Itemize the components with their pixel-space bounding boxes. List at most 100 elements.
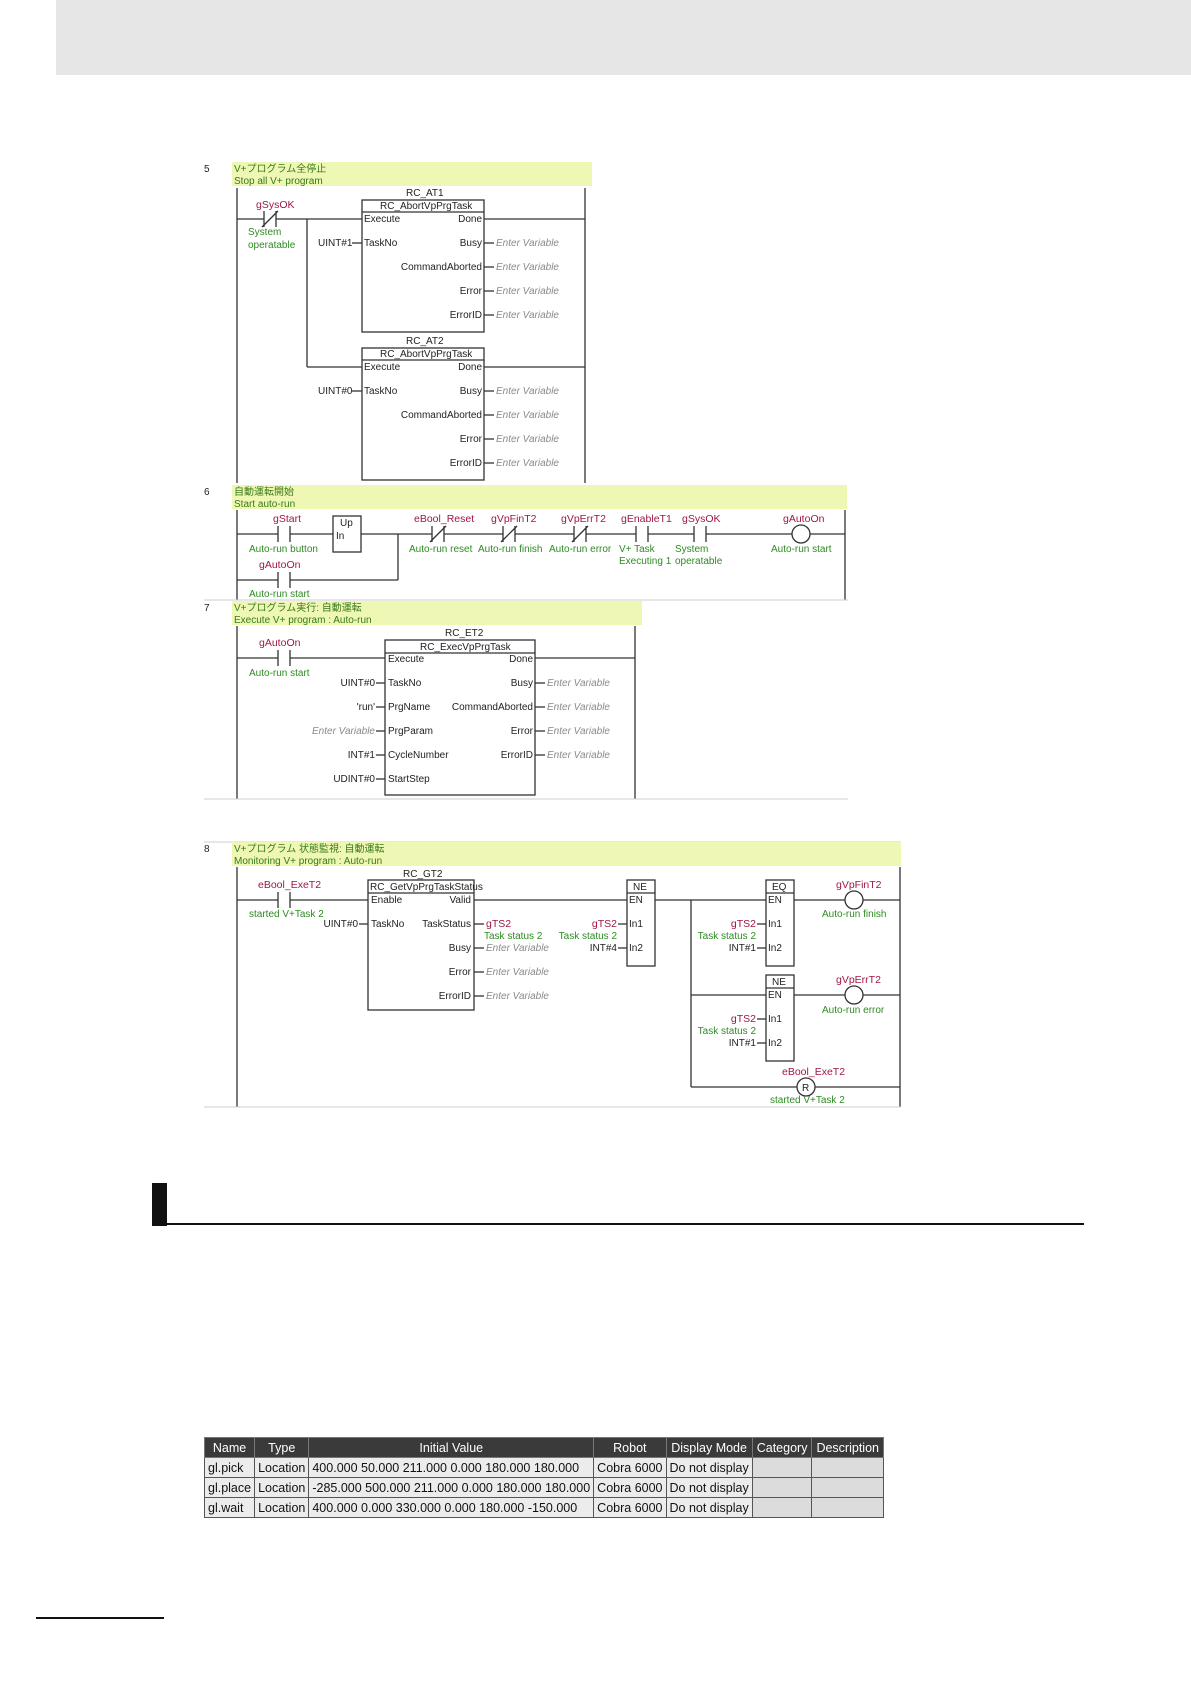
fb-pin: In1 <box>768 919 782 930</box>
enter-variable[interactable]: Enter Variable <box>496 386 559 397</box>
enter-variable[interactable]: Enter Variable <box>486 991 549 1002</box>
fb-pin: StartStep <box>388 774 430 785</box>
column-header-description[interactable]: Description <box>811 1437 884 1458</box>
enter-variable[interactable]: Enter Variable <box>312 726 375 737</box>
fb-pin: ErrorID <box>450 458 482 469</box>
cell-type[interactable]: Location <box>254 1497 310 1518</box>
cell-display-mode[interactable]: Do not display <box>665 1497 753 1518</box>
fb-pin: In1 <box>629 919 643 930</box>
rung-comment-bg <box>232 601 642 625</box>
fb-pin: ErrorID <box>501 750 533 761</box>
rung-comment-en: Start auto-run <box>234 499 295 510</box>
cell-display-mode[interactable]: Do not display <box>665 1477 753 1498</box>
cell-category[interactable] <box>751 1477 813 1498</box>
fb-input-value: 'run' <box>357 702 375 713</box>
ladder-diagram: .ln{stroke:#333;stroke-width:1.3;fill:no… <box>204 162 901 1108</box>
fb-pin: PrgName <box>388 702 431 713</box>
rung-comment-en: Execute V+ program : Auto-run <box>234 615 372 626</box>
fb-type: RC_GetVpPrgTaskStatus <box>370 882 483 893</box>
enter-variable[interactable]: Enter Variable <box>496 458 559 469</box>
ne-block <box>626 879 656 967</box>
enter-variable[interactable]: Enter Variable <box>547 750 610 761</box>
contact-desc: started V+Task 2 <box>249 909 324 920</box>
fb-pin: EN <box>629 895 643 906</box>
column-header-name[interactable]: Name <box>203 1437 256 1458</box>
fb-input-value: INT#4 <box>590 943 618 954</box>
contact-desc: Auto-run error <box>549 544 612 555</box>
cell-robot[interactable]: Cobra 6000 <box>593 1477 667 1498</box>
coil-var: eBool_ExeT2 <box>782 1066 845 1078</box>
rung-comment-en: Stop all V+ program <box>234 176 323 187</box>
cell-initial-value[interactable]: -285.000 500.000 211.000 0.000 180.000 1… <box>308 1477 595 1498</box>
fb-instance: RC_GT2 <box>403 869 443 880</box>
column-header-category[interactable]: Category <box>751 1437 813 1458</box>
reset-symbol: R <box>802 1083 809 1094</box>
cell-name[interactable]: gl.wait <box>203 1497 256 1518</box>
enter-variable[interactable]: Enter Variable <box>547 678 610 689</box>
up-edge-block <box>332 515 362 553</box>
coil <box>844 890 864 910</box>
column-header-type[interactable]: Type <box>254 1437 310 1458</box>
coil-desc: Auto-run start <box>771 544 832 555</box>
block-label: In <box>336 531 344 542</box>
fb-input-value: UINT#0 <box>318 386 353 397</box>
fb-pin: CommandAborted <box>401 262 482 273</box>
eq-block <box>765 879 795 967</box>
fb-pin: CycleNumber <box>388 750 449 761</box>
enter-variable[interactable]: Enter Variable <box>496 262 559 273</box>
fb-pin: In1 <box>768 1014 782 1025</box>
cell-display-mode[interactable]: Do not display <box>665 1457 753 1478</box>
enter-variable[interactable]: Enter Variable <box>486 967 549 978</box>
enter-variable[interactable]: Enter Variable <box>486 943 549 954</box>
coil-var: gVpErrT2 <box>836 974 881 986</box>
enter-variable[interactable]: Enter Variable <box>496 238 559 249</box>
contact-desc: operatable <box>675 556 723 567</box>
fb-pin: TaskNo <box>388 678 422 689</box>
coil-desc: Auto-run finish <box>822 909 886 920</box>
fb-type: RC_ExecVpPrgTask <box>420 642 512 653</box>
table-row[interactable]: gl.pick Location 400.000 50.000 211.000 … <box>203 1457 884 1478</box>
enter-variable[interactable]: Enter Variable <box>547 702 610 713</box>
enter-variable[interactable]: Enter Variable <box>496 286 559 297</box>
fb-input-var: gTS2 <box>731 918 756 930</box>
cell-category[interactable] <box>751 1497 813 1518</box>
contact-var: gVpErrT2 <box>561 513 606 525</box>
contact-var: eBool_ExeT2 <box>258 879 321 891</box>
fb-input-var: gTS2 <box>592 918 617 930</box>
cell-description[interactable] <box>811 1497 884 1518</box>
enter-variable[interactable]: Enter Variable <box>496 434 559 445</box>
cell-category[interactable] <box>751 1457 813 1478</box>
fb-pin: TaskNo <box>371 919 405 930</box>
rung-number: 8 <box>204 844 210 855</box>
fb-input-desc: Task status 2 <box>698 931 757 942</box>
table-row[interactable]: gl.place Location -285.000 500.000 211.0… <box>203 1477 884 1498</box>
column-header-robot[interactable]: Robot <box>593 1437 667 1458</box>
contact-desc: System <box>675 544 708 555</box>
cell-initial-value[interactable]: 400.000 0.000 330.000 0.000 180.000 -150… <box>308 1497 595 1518</box>
table-row[interactable]: gl.wait Location 400.000 0.000 330.000 0… <box>203 1497 884 1518</box>
cell-type[interactable]: Location <box>254 1457 310 1478</box>
enter-variable[interactable]: Enter Variable <box>547 726 610 737</box>
cell-description[interactable] <box>811 1477 884 1498</box>
fb-pin: CommandAborted <box>401 410 482 421</box>
cell-initial-value[interactable]: 400.000 50.000 211.000 0.000 180.000 180… <box>308 1457 595 1478</box>
contact-var: gStart <box>273 513 301 525</box>
contact-var: gVpFinT2 <box>491 513 537 525</box>
coil <box>791 524 811 544</box>
contact-desc: System <box>248 227 281 238</box>
cell-type[interactable]: Location <box>254 1477 310 1498</box>
cell-robot[interactable]: Cobra 6000 <box>593 1497 667 1518</box>
enter-variable[interactable]: Enter Variable <box>496 310 559 321</box>
cell-robot[interactable]: Cobra 6000 <box>593 1457 667 1478</box>
column-header-display-mode[interactable]: Display Mode <box>665 1437 753 1458</box>
contact-desc: Auto-run start <box>249 668 310 679</box>
fb-pin: Execute <box>364 362 401 373</box>
cell-name[interactable]: gl.place <box>203 1477 256 1498</box>
cell-name[interactable]: gl.pick <box>203 1457 256 1478</box>
cell-description[interactable] <box>811 1457 884 1478</box>
rung-comment-bg <box>232 162 592 186</box>
fb-pin: Done <box>509 654 533 665</box>
column-header-initial-value[interactable]: Initial Value <box>308 1437 595 1458</box>
enter-variable[interactable]: Enter Variable <box>496 410 559 421</box>
ne-block <box>765 974 795 1062</box>
